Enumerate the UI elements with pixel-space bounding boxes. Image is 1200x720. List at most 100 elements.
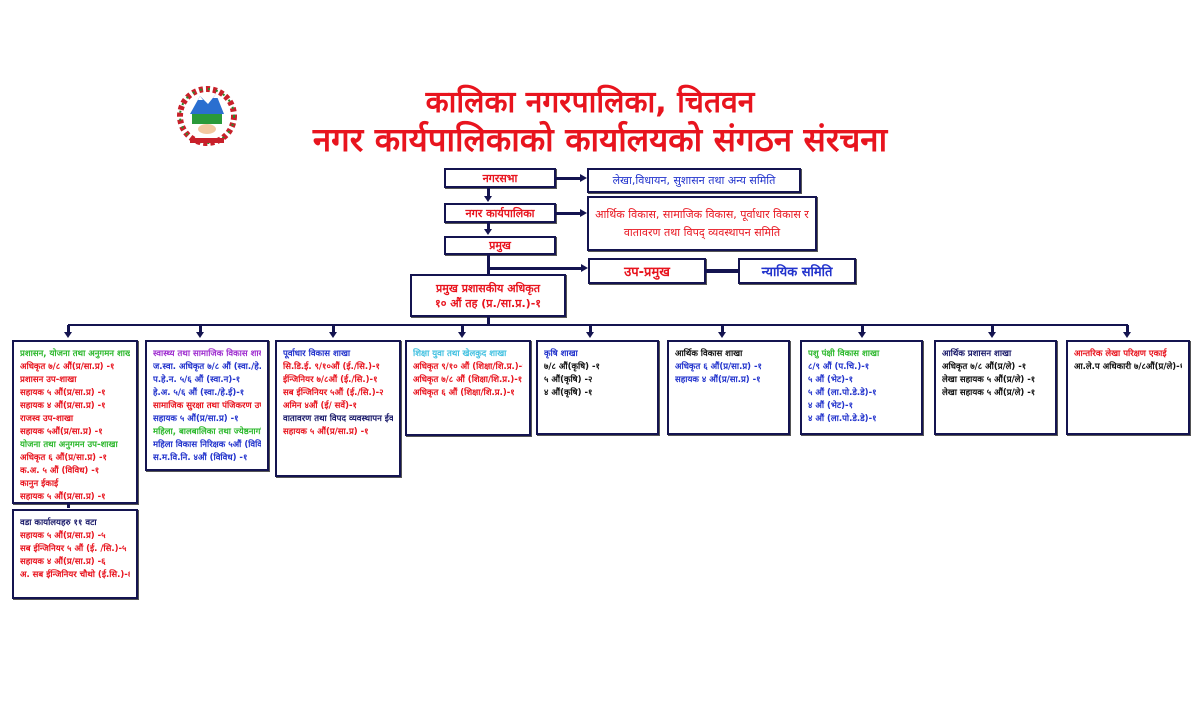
branch-position: सब ईन्जिनियर ५औं (ई./सि.)-२	[283, 388, 384, 398]
arrow-down-icon	[329, 332, 337, 338]
branch-position: प.हे.न. ५/६ औं (स्वा.न)-१	[153, 375, 241, 385]
arrow-down-icon	[858, 332, 866, 338]
committee-line2: वातावरण तथा विपद् व्यवस्थापन समिति	[623, 225, 781, 239]
branch-position: सहायक ५ औं(प्र/सा.प्र) -५	[20, 531, 106, 541]
title-municipality: कालिका नगरपालिका, चितवन	[425, 85, 755, 120]
branch-box-admin-planning: प्रशासन, योजना तथा अनुगमन शाखा अधिकृत ७/८…	[12, 340, 138, 504]
branch-position: कानुन ईकाई	[20, 479, 59, 489]
connector	[556, 212, 581, 215]
branch-position: महिला, बालबालिका तथा ज्येष्ठनागरिक उप-शा…	[153, 427, 261, 437]
branch-heading: वडा कार्यालयहरु ११ वटा	[20, 518, 97, 528]
branch-position: लेखा सहायक ५ औं(प्र/ले) -१	[942, 388, 1036, 398]
branch-position: राजस्व उप-शाखा	[20, 414, 74, 424]
branch-position: अधिकृत ७/८ औं(प्र/ले) -१	[942, 362, 1027, 372]
arrow-down-icon	[64, 332, 72, 338]
branch-position: अमिन ४औं (ई/ सर्वे)-१	[283, 401, 357, 411]
branch-position: क.अ. ५ औं (विविध) -१	[20, 466, 100, 476]
cao-title: प्रमुख प्रशासकीय अधिकृत	[436, 281, 540, 295]
box-pramukh: प्रमुख	[444, 236, 556, 255]
branch-position: सहायक ५ औं(प्र/सा.प्र) -१	[153, 414, 239, 424]
branch-heading: पशु पंक्षी विकास शाखा	[808, 349, 880, 359]
branch-box-financial-admin: आर्थिक प्रशासन शाखाअधिकृत ७/८ औं(प्र/ले)…	[934, 340, 1057, 435]
arrow-right-icon	[581, 264, 588, 272]
branch-heading: स्वास्थ्य तथा सामाजिक विकास शाखा	[153, 349, 261, 359]
arrow-down-icon	[484, 229, 492, 235]
connector	[556, 177, 581, 180]
arrow-down-icon	[718, 332, 726, 338]
branch-position: वातावरण तथा विपद व्यवस्थापन ईकाई	[283, 414, 393, 424]
connector	[199, 325, 202, 333]
committee-line1: आर्थिक विकास, सामाजिक विकास, पूर्वाधार व…	[595, 207, 809, 221]
branch-heading: कृषि शाखा	[544, 349, 578, 359]
branch-position: अधिकृत ९/१० औं (शिक्षा/शि.प्र.)-१	[413, 362, 523, 372]
connector	[721, 325, 724, 333]
branch-position: महिला विकास निरिक्षक ५औं (विविध)-१	[153, 440, 261, 450]
branch-position: ज.स्वा. अधिकृत ७/८ औं (स्वा./हे.ई)-१	[153, 362, 261, 372]
branch-position: ५ औं (भेट)-१	[808, 375, 854, 385]
connector	[861, 325, 864, 333]
branch-position: सब ईन्जिनियर ५ औं (ई. /सि.)-५	[20, 544, 127, 554]
arrow-down-icon	[1123, 332, 1131, 338]
branch-box-education-youth-sports: शिक्षा युवा तथा खेलकुद शाखा अधिकृत ९/१० औ…	[405, 340, 531, 436]
branch-position: योजना तथा अनुगमन उप-शाखा	[20, 440, 118, 450]
arrow-down-icon	[988, 332, 996, 338]
connector	[332, 325, 335, 333]
connector	[706, 269, 738, 273]
branch-box-health-social: स्वास्थ्य तथा सामाजिक विकास शाखा ज.स्वा. …	[145, 340, 269, 471]
box-nagar-karyapalika: नगर कार्यपालिका	[444, 203, 556, 223]
branch-position: ५ औं (ला.पो.डे.डे)-१	[808, 388, 877, 398]
connector	[67, 325, 70, 333]
branch-position: सहायक ४ औं(प्र/सा.प्र) -६	[20, 557, 106, 567]
branch-position: सहायक ५औं(प्र/सा.प्र) -१	[20, 427, 103, 437]
branch-position: ७/८ औं(कृषि) -१	[544, 362, 600, 372]
branch-heading: शिक्षा युवा तथा खेलकुद शाखा	[413, 349, 507, 359]
branch-position: स.म.वि.नि. ४औं (विविध) -१	[153, 453, 248, 463]
branch-position: सामाजिक सुरक्षा तथा पंजिकरण उप-शाखा	[153, 401, 261, 411]
ward-offices-box: वडा कार्यालयहरु ११ वटा सहायक ५ औं(प्र/सा.…	[12, 509, 138, 599]
connector	[67, 503, 70, 508]
connector	[487, 255, 490, 274]
box-nagarsabha: नगरसभा	[444, 168, 556, 188]
arrow-down-icon	[458, 332, 466, 338]
branch-position: आ.ले.प अधिकारी ७/८औं(प्र/ले)-१	[1074, 362, 1182, 372]
branch-position: सहायक ५ औं(प्र/सा.प्र) -१	[283, 427, 369, 437]
branch-position: ८/९ औं (प.चि.)-१	[808, 362, 870, 372]
branch-box-livestock: पशु पंक्षी विकास शाखा ८/९ औं (प.चि.)-१ ५ औ…	[800, 340, 923, 435]
branch-position: ५ औं(कृषि) -२	[544, 375, 593, 385]
box-upa-pramukh: उप-प्रमुख	[588, 258, 706, 284]
branch-box-infrastructure: पूर्वाधार विकास शाखासि.डि.ई. ९/१०औं (ई./…	[275, 340, 401, 477]
arrow-down-icon	[586, 332, 594, 338]
branch-heading: आर्थिक विकास शाखा	[675, 349, 743, 359]
arrow-right-icon	[580, 174, 587, 182]
connector	[487, 317, 490, 326]
arrow-down-icon	[484, 196, 492, 202]
branch-position: अधिकृत ७/८ औं(प्र/सा.प्र) -१	[20, 362, 115, 372]
branch-position: अधिकृत ७/८ औं (शिक्षा/शि.प्र.)-१	[413, 375, 523, 385]
connector	[991, 325, 994, 333]
branch-position: लेखा सहायक ५ औं(प्र/ले) -१	[942, 375, 1036, 385]
branch-position: सहायक ४ औं(प्र/सा.प्र) -१	[675, 375, 761, 385]
branch-position: सहायक ४ औं(प्र/सा.प्र) -१	[20, 401, 106, 411]
branch-position: ईन्जिनियर ७/८औं (ई./सि.)-१	[283, 375, 378, 385]
connector	[461, 325, 464, 333]
branch-position: ४ औं (भेट)-१	[808, 401, 854, 411]
branch-box-agriculture: कृषि शाखा ७/८ औं(कृषि) -१ ५ औं(कृषि) -२ ४ औ…	[536, 340, 659, 435]
branch-position: अ. सब ईन्जिनियर चौथो (ई.सि.)-६	[20, 570, 130, 580]
cao-grade: १० औं तह (प्र./सा.प्र.)-१	[435, 296, 541, 310]
branch-position: अधिकृत ६ औं(प्र/सा.प्र) -१	[20, 453, 107, 463]
branch-position: अधिकृत ६ औं (शिक्षा/शि.प्र.)-१	[413, 388, 515, 398]
nepal-emblem-logo	[176, 84, 238, 148]
connector	[487, 223, 490, 230]
connector	[589, 325, 592, 333]
box-judicial-committee: न्यायिक समिति	[738, 258, 856, 284]
arrow-down-icon	[196, 332, 204, 338]
branch-position: सहायक ५ औं(प्र/सा.प्र) -१	[20, 492, 106, 502]
branch-heading: आन्तरिक लेखा परिक्षण एकाई	[1074, 349, 1167, 359]
branch-box-economic-development: आर्थिक विकास शाखा अधिकृत ६ औं(प्र/सा.प्र)…	[667, 340, 790, 435]
branch-heading: पूर्वाधार विकास शाखा	[283, 349, 351, 359]
branch-position: अधिकृत ६ औं(प्र/सा.प्र) -१	[675, 362, 762, 372]
branch-position: सहायक ५ औं(प्र/सा.प्र) -१	[20, 388, 106, 398]
branch-heading: प्रशासन, योजना तथा अनुगमन शाखा	[20, 349, 130, 359]
branch-position: ४ औं(कृषि) -१	[544, 388, 593, 398]
connector	[487, 267, 582, 270]
